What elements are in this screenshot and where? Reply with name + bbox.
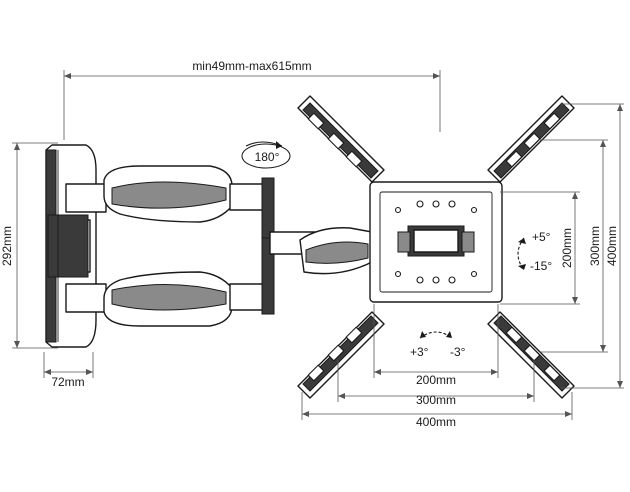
swivel-left-label: +3° bbox=[410, 345, 429, 359]
extension-label: min49mm-max615mm bbox=[192, 59, 311, 73]
extension-dimension: min49mm-max615mm bbox=[63, 59, 441, 140]
depth-dimension: 72mm bbox=[43, 352, 94, 389]
wall-plate bbox=[45, 144, 97, 348]
rotation-label: 180° bbox=[255, 150, 280, 164]
center-plate bbox=[369, 181, 503, 303]
rail-top-right bbox=[487, 95, 575, 183]
connector-arm bbox=[269, 227, 373, 275]
tilt-indicator: +5° -15° bbox=[517, 230, 552, 273]
horizontal-400-label: 400mm bbox=[416, 415, 456, 429]
swivel-indicator: +3° -3° bbox=[410, 331, 466, 359]
horizontal-200-label: 200mm bbox=[416, 373, 456, 387]
rotation-indicator: 180° bbox=[241, 141, 291, 169]
rail-bottom-left bbox=[297, 311, 385, 399]
lower-arm bbox=[65, 237, 275, 327]
vertical-400-label: 400mm bbox=[605, 226, 619, 266]
height-dimension: 292mm bbox=[0, 142, 58, 349]
horizontal-dimensions: 200mm 300mm 400mm bbox=[301, 304, 573, 429]
vertical-dimensions: 200mm 300mm 400mm bbox=[500, 103, 624, 389]
upper-arm bbox=[65, 165, 275, 279]
rail-top-left bbox=[297, 95, 385, 183]
depth-label: 72mm bbox=[51, 375, 84, 389]
tilt-down-label: -15° bbox=[530, 259, 552, 273]
horizontal-300-label: 300mm bbox=[416, 393, 456, 407]
tv-bracket bbox=[297, 95, 575, 399]
vertical-200-label: 200mm bbox=[560, 228, 574, 268]
tilt-up-label: +5° bbox=[532, 230, 551, 244]
vertical-300-label: 300mm bbox=[588, 226, 602, 266]
swivel-right-label: -3° bbox=[450, 345, 466, 359]
height-label: 292mm bbox=[0, 226, 14, 266]
rail-bottom-right bbox=[487, 311, 575, 399]
